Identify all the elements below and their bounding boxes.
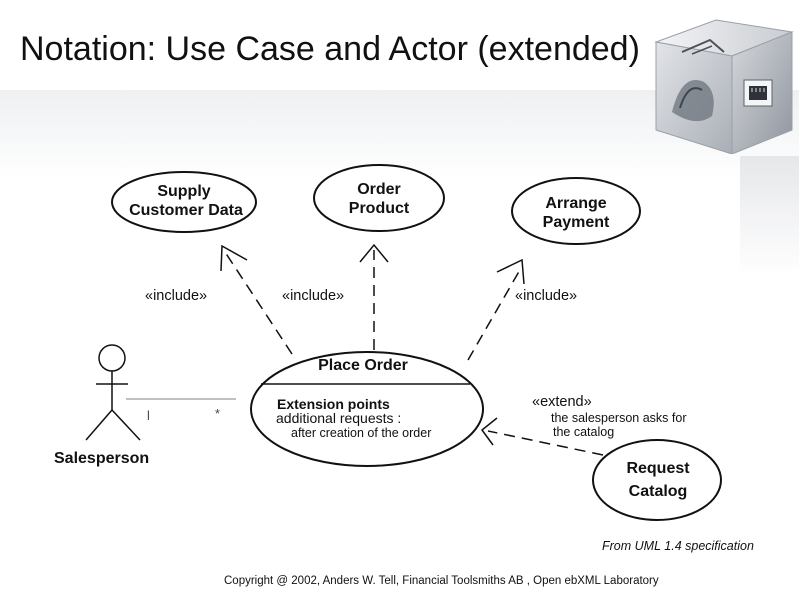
actor-stick-figure-icon <box>85 344 141 441</box>
multiplicity-actor: l <box>147 409 150 423</box>
use-case-label: Arrange <box>545 195 606 212</box>
use-case-label: Customer Data <box>129 202 243 219</box>
include-arrow-arrange <box>467 258 525 361</box>
cube-logo-icon <box>654 19 794 154</box>
use-case-request-catalog: Request Catalog <box>592 439 722 521</box>
include-arrow-order <box>359 243 389 350</box>
include-label: «include» <box>282 288 344 304</box>
extension-points-heading: Extension points <box>277 396 390 412</box>
use-case-label: Product <box>349 200 410 217</box>
use-case-order-product: Order Product <box>313 164 445 232</box>
extension-point-condition: after creation of the order <box>291 426 431 440</box>
extend-arrow <box>480 417 604 456</box>
use-case-label: Payment <box>543 214 610 231</box>
use-case-label: Catalog <box>629 483 688 500</box>
decorative-strip <box>740 156 799 276</box>
use-case-label: Order <box>357 181 401 198</box>
source-note: From UML 1.4 specification <box>602 539 754 553</box>
include-arrow-supply <box>220 244 293 355</box>
use-case-label: Place Order <box>318 357 408 374</box>
use-case-label: Request <box>626 460 690 477</box>
slide-title: Notation: Use Case and Actor (extended) <box>20 30 640 68</box>
include-label: «include» <box>515 288 577 304</box>
include-label: «include» <box>145 288 207 304</box>
extend-label: «extend» <box>532 394 592 410</box>
extension-point-name: additional requests : <box>276 410 401 426</box>
use-case-arrange-payment: Arrange Payment <box>511 177 641 245</box>
use-case-place-order: Place Order Extension points additional … <box>250 351 484 467</box>
copyright-footer: Copyright @ 2002, Anders W. Tell, Financ… <box>224 575 659 587</box>
extend-condition-note: the salesperson asks for <box>551 411 687 425</box>
use-case-label: Supply <box>157 183 210 200</box>
actor-name: Salesperson <box>54 450 149 467</box>
multiplicity-usecase: * <box>215 407 220 421</box>
use-case-supply-customer-data: Supply Customer Data <box>111 171 257 233</box>
extend-condition-note: the catalog <box>553 425 614 439</box>
